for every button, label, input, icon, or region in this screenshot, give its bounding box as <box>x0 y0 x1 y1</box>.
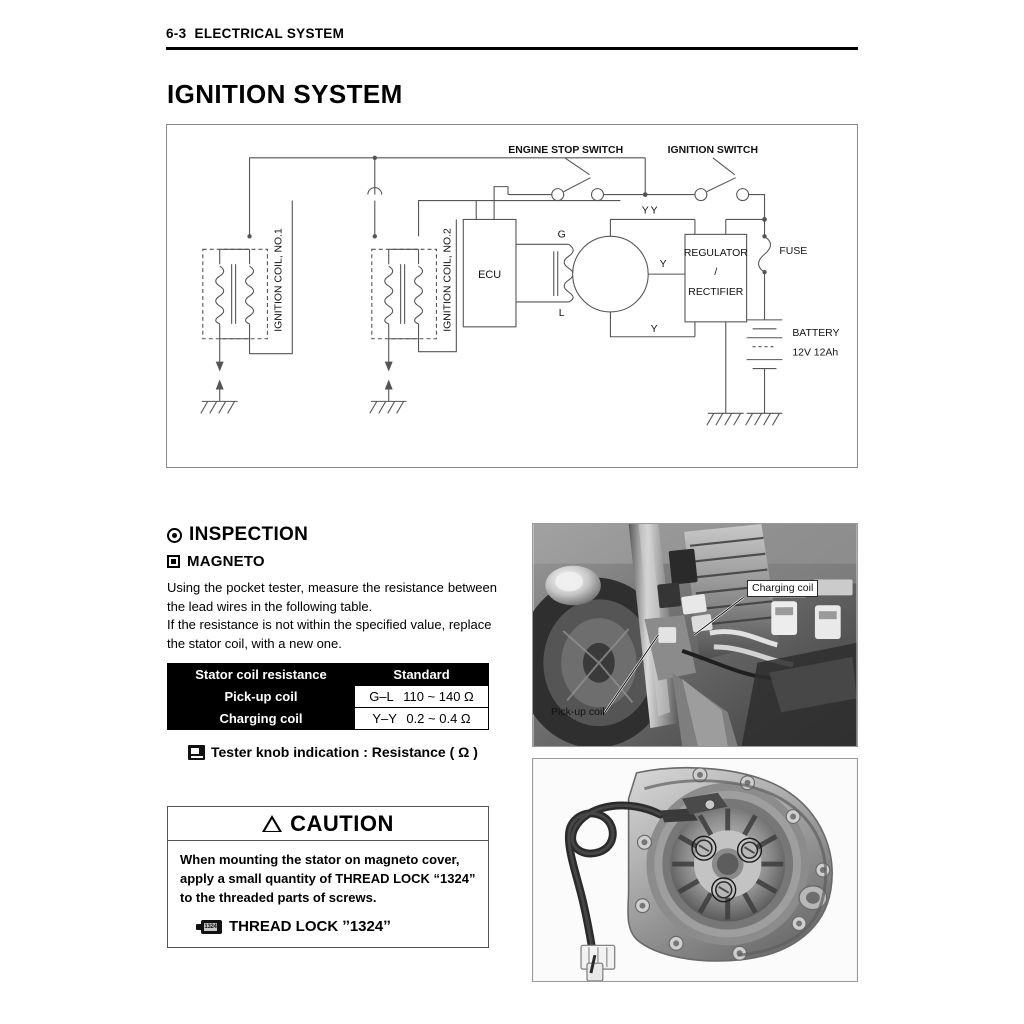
inspection-paragraph-2: If the resistance is not within the spec… <box>167 617 492 651</box>
caution-line-2: apply a small quantity of THREAD LOCK “1… <box>180 871 476 886</box>
header-text: 6-3 ELECTRICAL SYSTEM <box>166 26 858 41</box>
callout-charging-coil: Charging coil <box>747 580 819 597</box>
coil1-label: IGNITION COIL, NO.1 <box>273 228 284 332</box>
caution-body: When mounting the stator on magneto cove… <box>168 841 488 947</box>
callout-pickup-coil: Pick-up coil <box>551 706 605 718</box>
ignition-switch-label: IGNITION SWITCH <box>668 145 758 156</box>
table-header-right: Standard <box>354 663 489 686</box>
thread-lock-icon-cap <box>196 923 203 930</box>
stator-coil-resistance-table: Stator coil resistance Standard Pick-up … <box>167 663 489 730</box>
battery-label: BATTERY <box>792 328 839 339</box>
warning-exclamation: ! <box>270 820 274 830</box>
row-label-pickup-coil: Pick-up coil <box>167 685 355 708</box>
photo-installed-graphic <box>533 524 857 746</box>
tester-knob-note: Tester knob indication : Resistance ( Ω … <box>188 744 478 760</box>
inspection-body: Using the pocket tester, measure the res… <box>167 579 497 653</box>
page-number: 6-3 <box>166 26 187 41</box>
y-label-top: Y <box>642 205 649 216</box>
pickup-l-label: L <box>559 308 565 319</box>
magneto-installed-photo: Charging coil Pick-up coil <box>532 523 858 747</box>
magneto-subheading-text: MAGNETO <box>187 553 265 570</box>
caution-line-3: to the threaded parts of screws. <box>180 890 377 905</box>
thread-lock-icon-number: 1324 <box>204 922 217 931</box>
table-row: Pick-up coil G–L 110 ~ 140 Ω <box>167 685 489 708</box>
row-label-charging-coil: Charging coil <box>167 707 355 730</box>
magneto-subheading: MAGNETO <box>167 553 497 570</box>
fuse-label: FUSE <box>779 246 807 257</box>
pickup-g-label: G <box>558 229 566 240</box>
header-rule <box>166 47 858 50</box>
caution-box: ! CAUTION When mounting the stator on ma… <box>167 806 489 948</box>
inspection-paragraph-1: Using the pocket tester, measure the res… <box>167 580 497 614</box>
thread-lock-icon: 1324 <box>196 919 222 934</box>
section-name: ELECTRICAL SYSTEM <box>194 26 345 41</box>
page-title: IGNITION SYSTEM <box>167 79 403 109</box>
regulator-slash: / <box>714 267 717 278</box>
inspection-section: INSPECTION MAGNETO Using the pocket test… <box>167 524 497 653</box>
caution-title: CAUTION <box>290 810 394 836</box>
row-value-pickup-coil: G–L 110 ~ 140 Ω <box>354 685 489 708</box>
inspection-heading: INSPECTION <box>167 524 497 546</box>
coil2-label: IGNITION COIL, NO.2 <box>442 228 453 332</box>
circle-bullet-icon <box>167 527 182 543</box>
table-header-row: Stator coil resistance Standard <box>167 663 489 686</box>
tester-knob-note-text: Tester knob indication : Resistance ( Ω … <box>211 744 478 760</box>
photo-stator-graphic <box>533 759 857 981</box>
ecu-label: ECU <box>478 269 501 281</box>
row-value-charging-coil: Y–Y 0.2 ~ 0.4 Ω <box>354 707 489 730</box>
rectifier-label: RECTIFIER <box>688 287 743 298</box>
thread-lock-callout: 1324 THREAD LOCK ˮ1324ˮ <box>196 917 476 936</box>
ignition-system-wiring-diagram: IGNITION COIL, NO.1 IGNITION COIL, NO.2 <box>166 124 858 468</box>
caution-header: ! CAUTION <box>168 807 488 841</box>
table-row: Charging coil Y–Y 0.2 ~ 0.4 Ω <box>167 707 489 730</box>
y-label-mag-top: Y <box>651 205 658 216</box>
thread-lock-label: THREAD LOCK ˮ1324ˮ <box>229 918 391 935</box>
battery-rating-label: 12V 12Ah <box>792 348 838 359</box>
magneto-cover-stator-photo <box>532 758 858 982</box>
row-leads-pickup-coil: G–L <box>369 689 394 704</box>
caution-line-1: When mounting the stator on magneto cove… <box>180 852 460 867</box>
row-range-pickup-coil: 110 ~ 140 Ω <box>403 689 474 704</box>
tester-meter-icon <box>188 744 205 760</box>
y-label-mag-mid: Y <box>660 259 667 270</box>
row-leads-charging-coil: Y–Y <box>372 711 397 726</box>
warning-triangle-icon: ! <box>262 815 283 832</box>
y-label-mag-bot: Y <box>651 324 658 335</box>
regulator-label: REGULATOR <box>684 248 748 259</box>
square-bullet-icon <box>167 555 180 568</box>
table-header-left: Stator coil resistance <box>167 663 355 686</box>
page-header: 6-3 ELECTRICAL SYSTEM <box>166 26 858 50</box>
row-range-charging-coil: 0.2 ~ 0.4 Ω <box>406 711 471 726</box>
engine-stop-switch-label: ENGINE STOP SWITCH <box>508 145 623 156</box>
inspection-heading-text: INSPECTION <box>189 524 309 545</box>
